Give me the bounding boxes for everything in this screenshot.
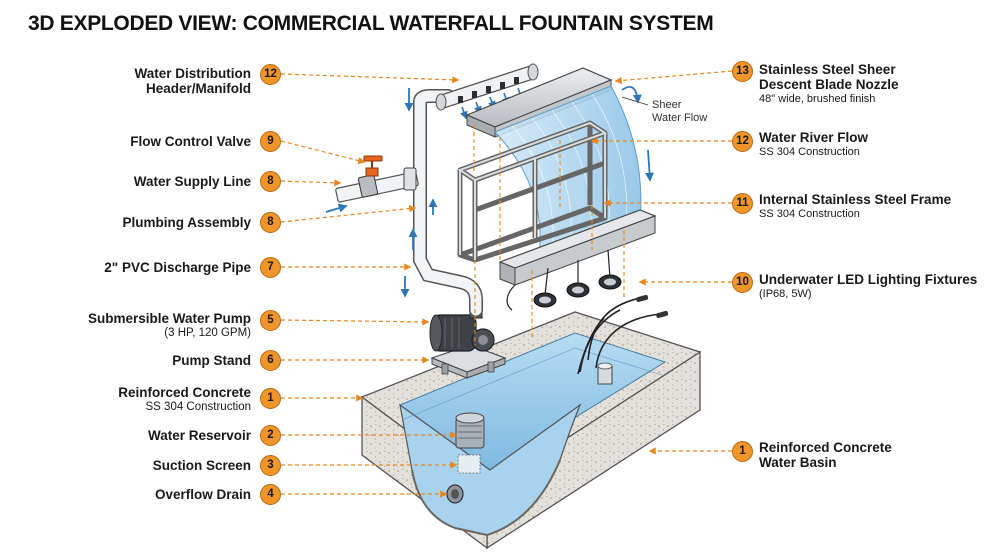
diagram-title: 3D EXPLODED VIEW: COMMERCIAL WATERFALL F… [28,12,714,35]
label-water-reservoir: Water Reservoir [147,428,251,443]
label-submersible-pump: Submersible Water Pump(3 HP, 120 GPM) [87,311,251,339]
badge-1-basin: 1 [732,441,753,462]
flow-arrows [325,86,655,298]
badge-6-stand: 6 [260,350,281,371]
badge-13-nozzle: 13 [732,61,753,82]
label-flow-control-valve: Flow Control Valve [130,134,251,149]
leader-lines [280,70,733,498]
badge-5-pump: 5 [260,310,281,331]
suction-screen [455,412,485,474]
badge-2-reservoir: 2 [260,425,281,446]
badge-10-led: 10 [732,272,753,293]
label-pump-stand: Pump Stand [172,353,251,368]
discharge-pipe [413,89,483,317]
led-fixtures [506,249,622,311]
badge-4-drain: 4 [260,484,281,505]
badge-12-header: 12 [260,64,281,85]
assembly-guides [473,125,625,345]
flow-note-pointer [621,96,649,106]
concrete-basin [360,311,702,550]
floor-drain-fitting [597,362,613,385]
badge-11-frame: 11 [732,193,753,214]
badge-8-plumbing: 8 [260,212,281,233]
sheer-water-flow-note: Sheer Water Flow [652,99,708,124]
badge-3-screen: 3 [260,455,281,476]
label-overflow-drain: Overflow Drain [154,487,251,502]
label-led-lighting: Underwater LED Lighting Fixtures(IP68, 5… [759,272,978,300]
led-cables [577,297,661,375]
badge-1-concrete-left: 1 [260,388,281,409]
label-suction-screen: Suction Screen [152,458,251,473]
badge-8-supply: 8 [260,171,281,192]
cable-plugs [636,294,669,319]
badge-12-river-flow: 12 [732,131,753,152]
flow-control-valve [363,155,383,177]
supply-pipe [335,167,419,203]
overflow-drain [446,484,464,504]
label-water-supply-line: Water Supply Line [133,174,251,189]
water-trough [498,209,657,286]
submersible-pump [429,305,495,352]
label-plumbing-assembly: Plumbing Assembly [122,215,251,230]
manifold-header [435,63,539,111]
label-pvc-discharge-pipe: 2" PVC Discharge Pipe [104,260,251,275]
badge-9-valve: 9 [260,131,281,152]
badge-7-pipe: 7 [260,257,281,278]
